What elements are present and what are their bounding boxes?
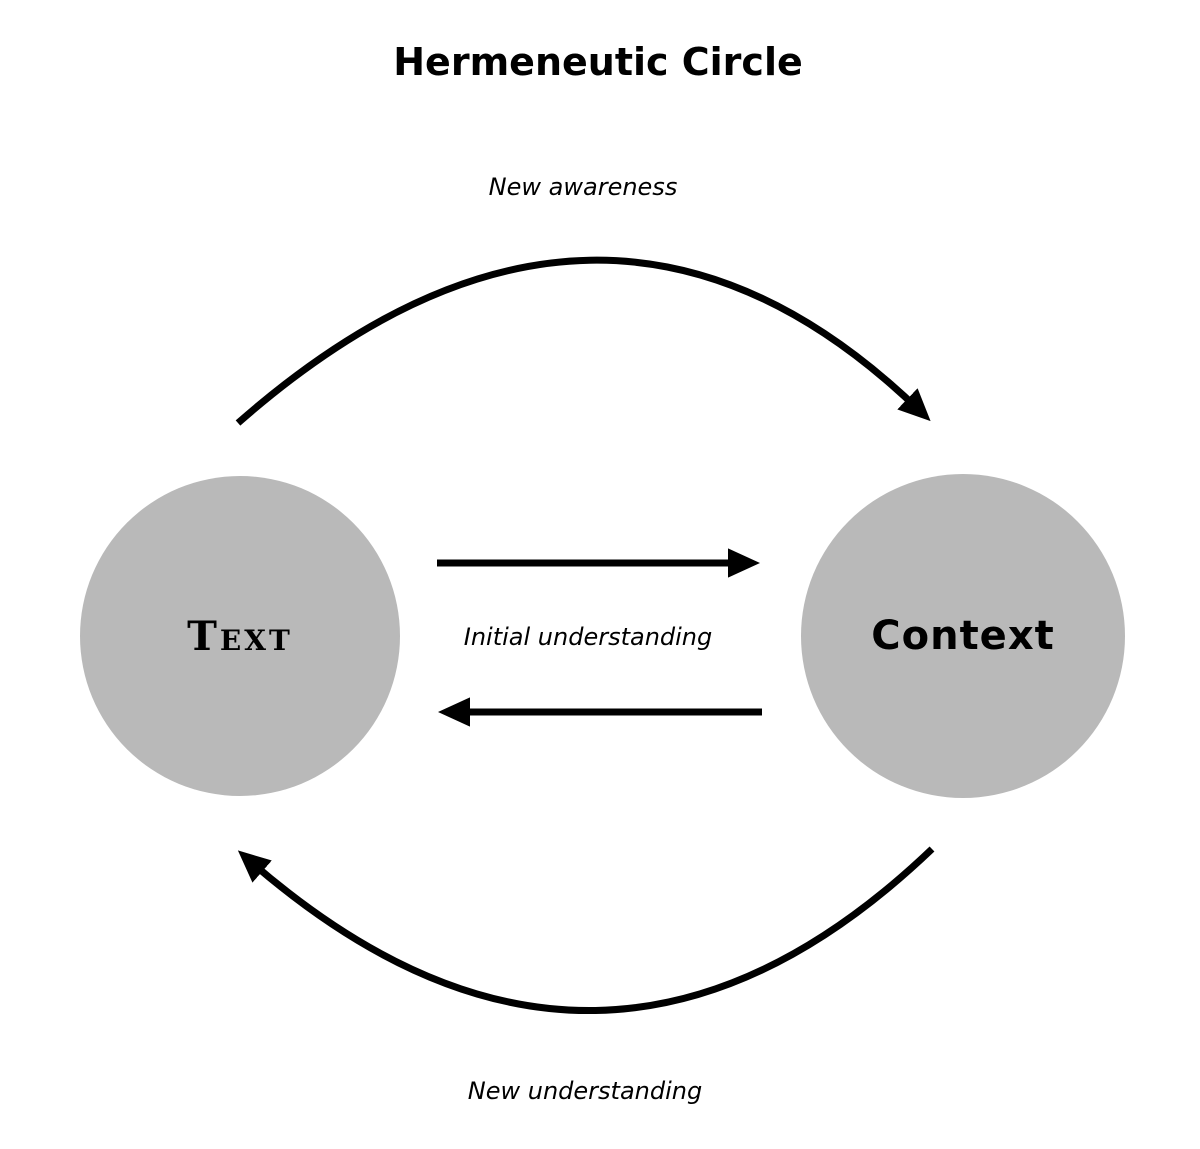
node-context-circle: Context — [801, 474, 1125, 798]
label-new-understanding: New understanding — [467, 1077, 703, 1105]
bottom-arc-arrow — [237, 846, 935, 1014]
node-text-circle: Text — [80, 476, 400, 796]
label-new-awareness: New awareness — [488, 173, 678, 201]
page-title: Hermeneutic Circle — [393, 40, 803, 84]
top-arc-arrow — [235, 256, 931, 426]
node-text-label: Text — [187, 612, 293, 660]
node-context-label: Context — [871, 613, 1055, 659]
label-initial-understanding: Initial understanding — [463, 623, 713, 651]
